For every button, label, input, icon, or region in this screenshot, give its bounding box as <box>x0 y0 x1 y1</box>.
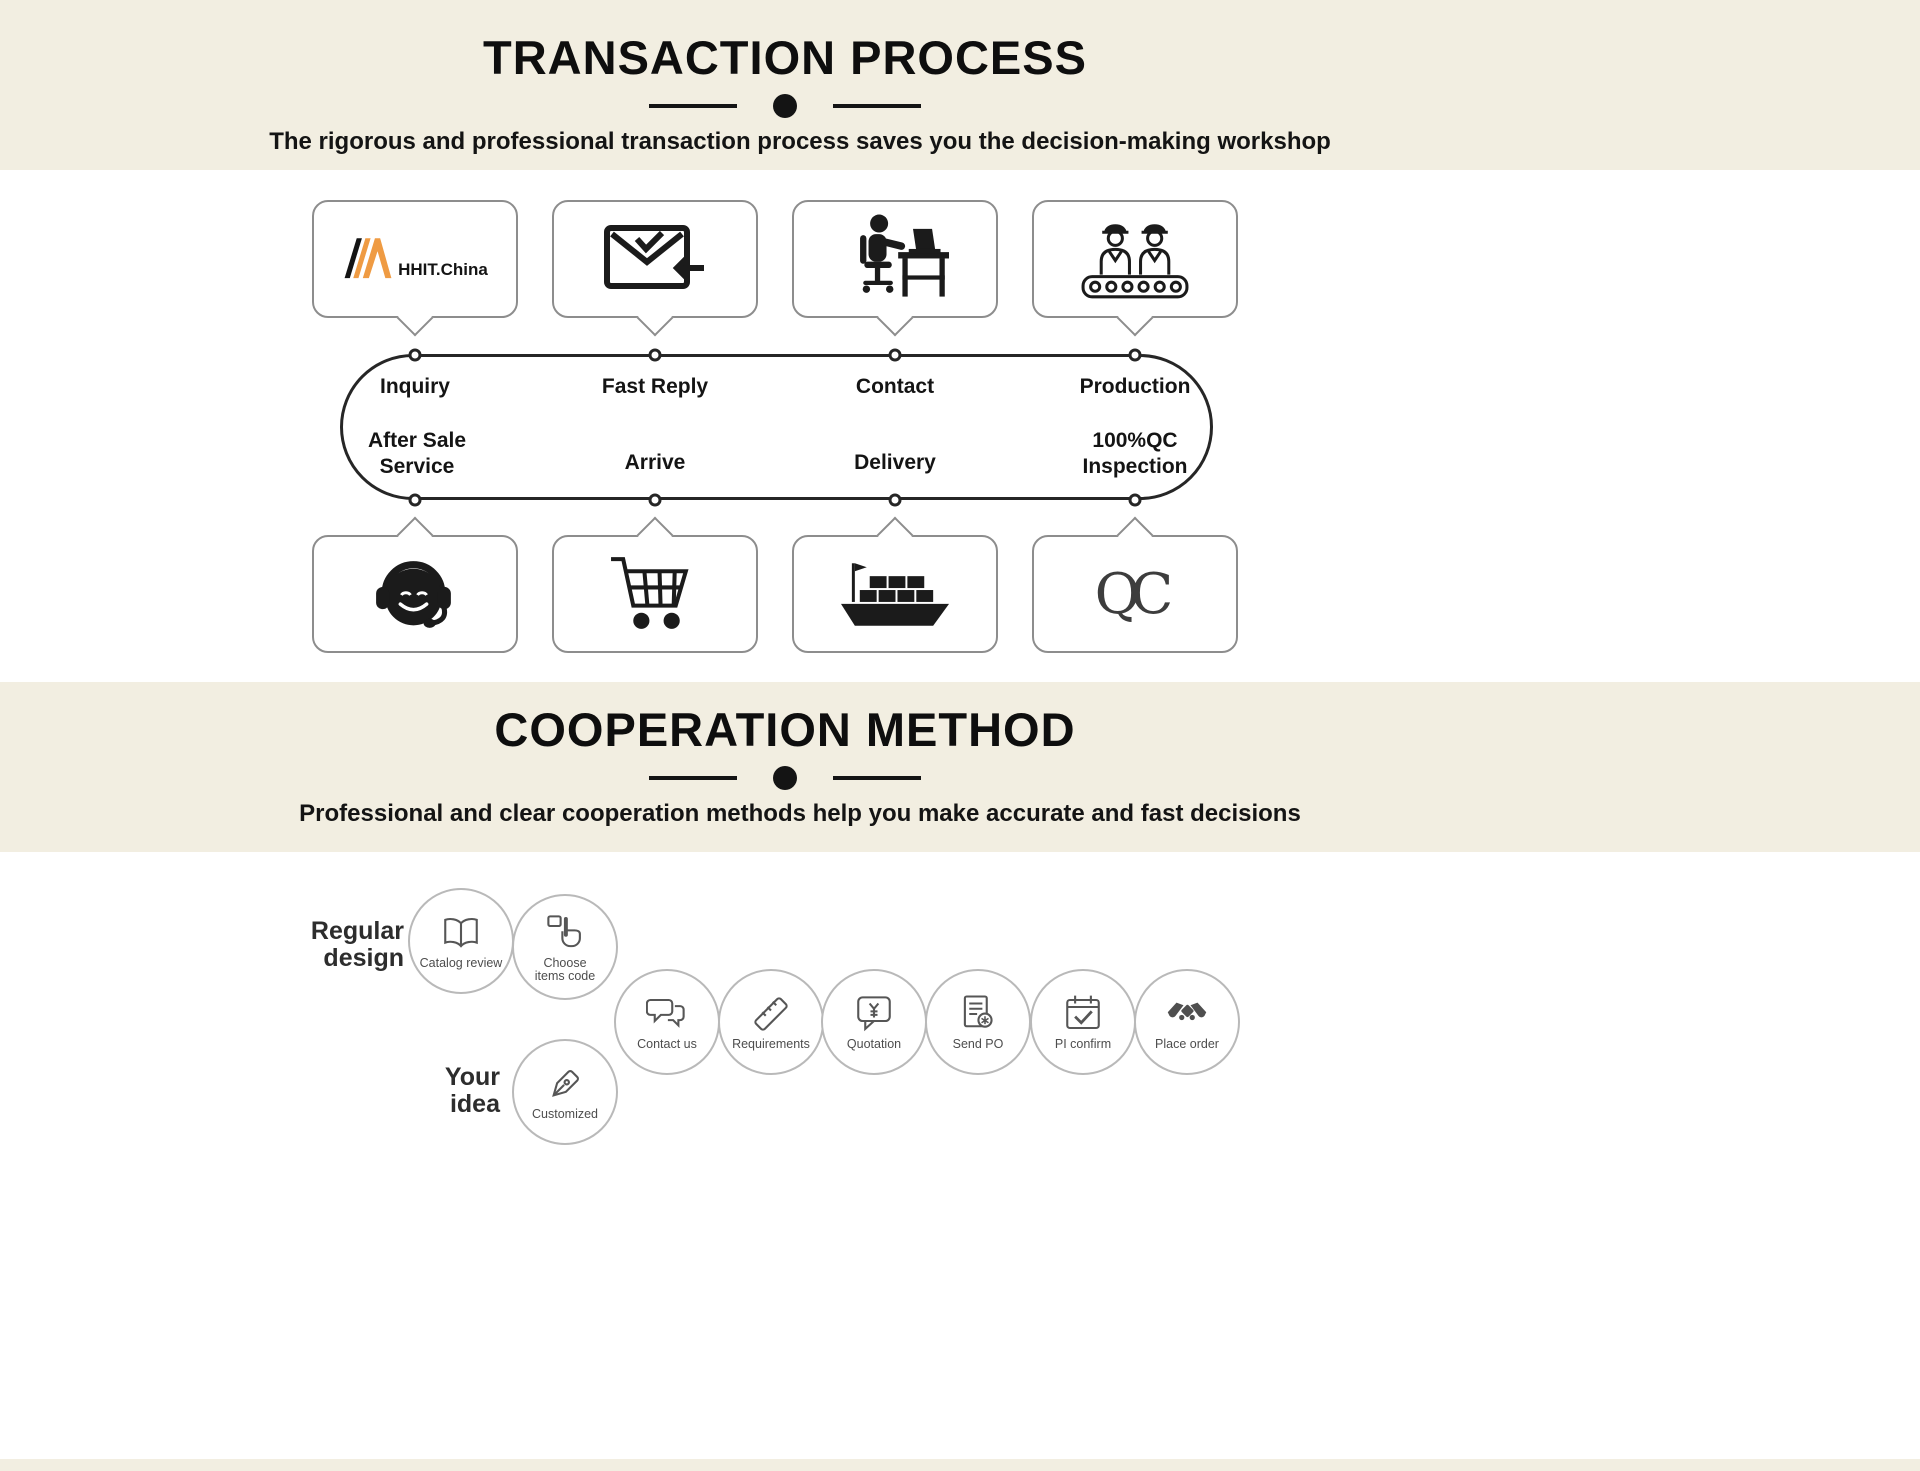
track-label-qc-inspection: 100%QC Inspection <box>1082 429 1188 478</box>
cooperation-subtitle: Professional and clear cooperation metho… <box>299 800 1301 827</box>
shopping-cart-icon <box>611 556 689 629</box>
card-arrive <box>552 516 758 653</box>
step-label: Requirements <box>732 1037 810 1051</box>
divider-dot <box>773 94 797 118</box>
cargo-ship-icon <box>840 563 950 626</box>
open-book-icon <box>444 918 478 948</box>
track-label-inquiry: Inquiry <box>379 375 450 398</box>
divider-dot <box>773 766 797 790</box>
step-choose-items-code: Choose items code <box>512 894 618 1000</box>
regular-design-label: Regular design <box>310 917 404 972</box>
cooperation-header-background <box>0 682 1920 852</box>
hhit-logo-text: HHIT.China <box>398 260 488 279</box>
hhit-logo-mark-icon <box>344 238 392 279</box>
step-pi-confirm: PI confirm <box>1030 969 1136 1075</box>
divider-line-left <box>649 104 737 108</box>
track-node <box>408 348 422 362</box>
track-node <box>408 493 422 507</box>
step-label: PI confirm <box>1054 1037 1112 1051</box>
calendar-check-icon <box>1066 995 1100 1030</box>
cooperation-divider <box>0 766 1570 790</box>
track-label-production: Production <box>1079 375 1191 398</box>
track-label-fast-reply: Fast Reply <box>601 375 709 398</box>
transaction-subtitle: The rigorous and professional transactio… <box>269 128 1331 155</box>
step-label: Choose items code <box>534 955 596 983</box>
track-label-after-sale: After Sale Service <box>367 429 467 478</box>
step-send-po: Send PO <box>925 969 1031 1075</box>
card-after-sale-service <box>312 516 518 653</box>
step-quotation: Quotation <box>821 969 927 1075</box>
hhit-logo-icon: HHIT.China <box>342 233 488 285</box>
track-node <box>1128 493 1142 507</box>
track-node <box>888 493 902 507</box>
step-label: Quotation <box>846 1037 902 1051</box>
divider-line-left <box>649 776 737 780</box>
hand-select-icon <box>547 914 581 947</box>
step-catalog-review: Catalog review <box>408 888 514 994</box>
track-node <box>1128 348 1142 362</box>
track-label-delivery: Delivery <box>854 451 936 474</box>
chat-icon <box>646 998 685 1028</box>
ruler-icon <box>754 997 788 1031</box>
card-fast-reply <box>552 200 758 337</box>
transaction-divider <box>0 94 1570 118</box>
step-place-order: Place order <box>1134 969 1240 1075</box>
cooperation-title: COOPERATION METHOD <box>494 703 1076 756</box>
track-node <box>888 348 902 362</box>
transaction-title: TRANSACTION PROCESS <box>483 31 1087 84</box>
card-contact <box>792 200 998 337</box>
handshake-icon <box>1167 1002 1207 1021</box>
transaction-header-background <box>0 0 1920 170</box>
divider-line-right <box>833 104 921 108</box>
document-seal-icon <box>963 995 993 1028</box>
card-production <box>1032 200 1238 337</box>
headset-service-icon <box>376 561 451 628</box>
track-node <box>648 348 662 362</box>
your-idea-label: Your idea <box>444 1063 500 1118</box>
step-label: Contact us <box>637 1037 697 1051</box>
card-inquiry: HHIT.China <box>312 200 518 337</box>
email-reply-icon <box>603 225 704 289</box>
card-qc-inspection: QC <box>1032 516 1238 653</box>
production-workers-icon <box>1081 223 1189 298</box>
divider-line-right <box>833 776 921 780</box>
process-loop-track <box>340 354 1213 500</box>
person-desk-icon <box>860 214 949 297</box>
qc-mark-icon: QC <box>1094 561 1174 627</box>
step-label: Catalog review <box>419 956 503 970</box>
step-label: Customized <box>532 1107 598 1121</box>
pen-nib-icon <box>552 1070 579 1097</box>
step-contact-us: Contact us <box>614 969 720 1075</box>
step-label: Place order <box>1155 1037 1219 1051</box>
quotation-bubble-icon <box>857 996 891 1032</box>
track-label-arrive: Arrive <box>624 451 686 474</box>
step-label: Send PO <box>952 1037 1004 1051</box>
bottom-strip <box>0 1459 1920 1471</box>
step-customized: Customized <box>512 1039 618 1145</box>
track-label-contact: Contact <box>855 375 935 398</box>
track-node <box>648 493 662 507</box>
step-requirements: Requirements <box>718 969 824 1075</box>
card-delivery <box>792 516 998 653</box>
